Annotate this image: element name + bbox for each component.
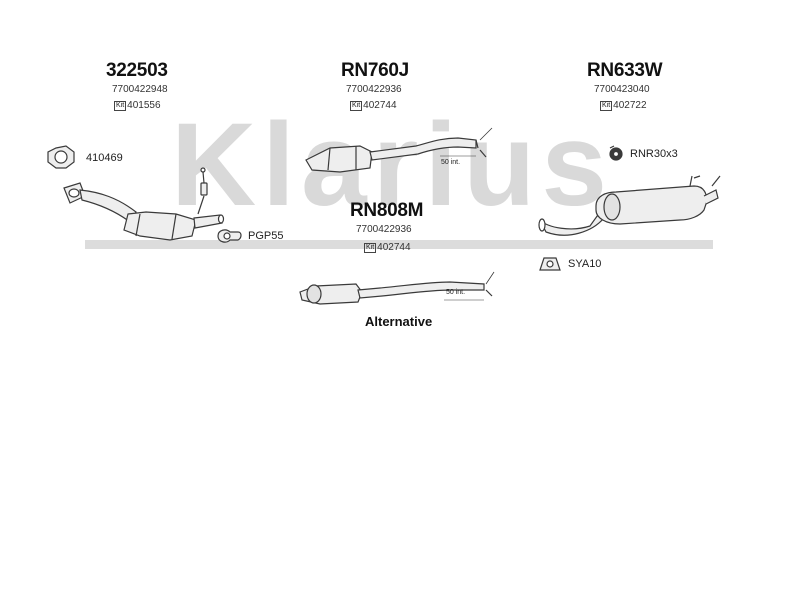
- alternative-drawing: [299, 271, 495, 305]
- gasket-icon: [47, 145, 75, 169]
- catalyst-drawing: [305, 127, 493, 173]
- kit-badge: Kit: [364, 242, 377, 253]
- gasket-label: 410469: [86, 152, 123, 164]
- kit-number-catalyst: Kit 402744: [350, 100, 397, 111]
- hanger-icon: [539, 257, 561, 271]
- clamp-icon: [217, 229, 242, 243]
- watermark-band: [85, 240, 713, 249]
- oem-number-alternative: 7700422936: [356, 224, 412, 235]
- kit-number: 402744: [363, 100, 397, 111]
- kit-badge: Kit: [350, 100, 363, 111]
- part-number-rear-silencer: RN633W: [587, 60, 663, 81]
- kit-number-alternative: Kit 402744: [364, 242, 411, 253]
- kit-number: 402744: [377, 242, 411, 253]
- rubber-mount-label: RNR30x3: [630, 148, 678, 160]
- part-number-front-pipe: 322503: [106, 60, 168, 81]
- oem-number-rear-silencer: 7700423040: [594, 84, 650, 95]
- front-pipe-drawing: [63, 167, 225, 241]
- watermark-logo: Klarius: [171, 99, 613, 231]
- kit-number: 402722: [613, 100, 647, 111]
- clamp-label: PGP55: [248, 230, 284, 242]
- insertion-note-catalyst: 50 int.: [441, 159, 461, 166]
- rear-silencer-drawing: [538, 175, 721, 236]
- kit-badge: Kit: [114, 100, 127, 111]
- alternative-label: Alternative: [365, 314, 433, 329]
- insertion-note-alternative: 50 int.: [446, 289, 466, 296]
- oem-number-front-pipe: 7700422948: [112, 84, 168, 95]
- hanger-label: SYA10: [568, 258, 602, 270]
- kit-badge: Kit: [600, 100, 613, 111]
- part-number-catalyst: RN760J: [341, 60, 409, 81]
- rubber-mount-icon: [609, 145, 623, 161]
- kit-number-rear-silencer: Kit 402722: [600, 100, 647, 111]
- kit-number-front-pipe: Kit 401556: [114, 100, 161, 111]
- kit-number: 401556: [127, 100, 161, 111]
- part-number-alternative: RN808M: [350, 200, 424, 221]
- oem-number-catalyst: 7700422936: [346, 84, 402, 95]
